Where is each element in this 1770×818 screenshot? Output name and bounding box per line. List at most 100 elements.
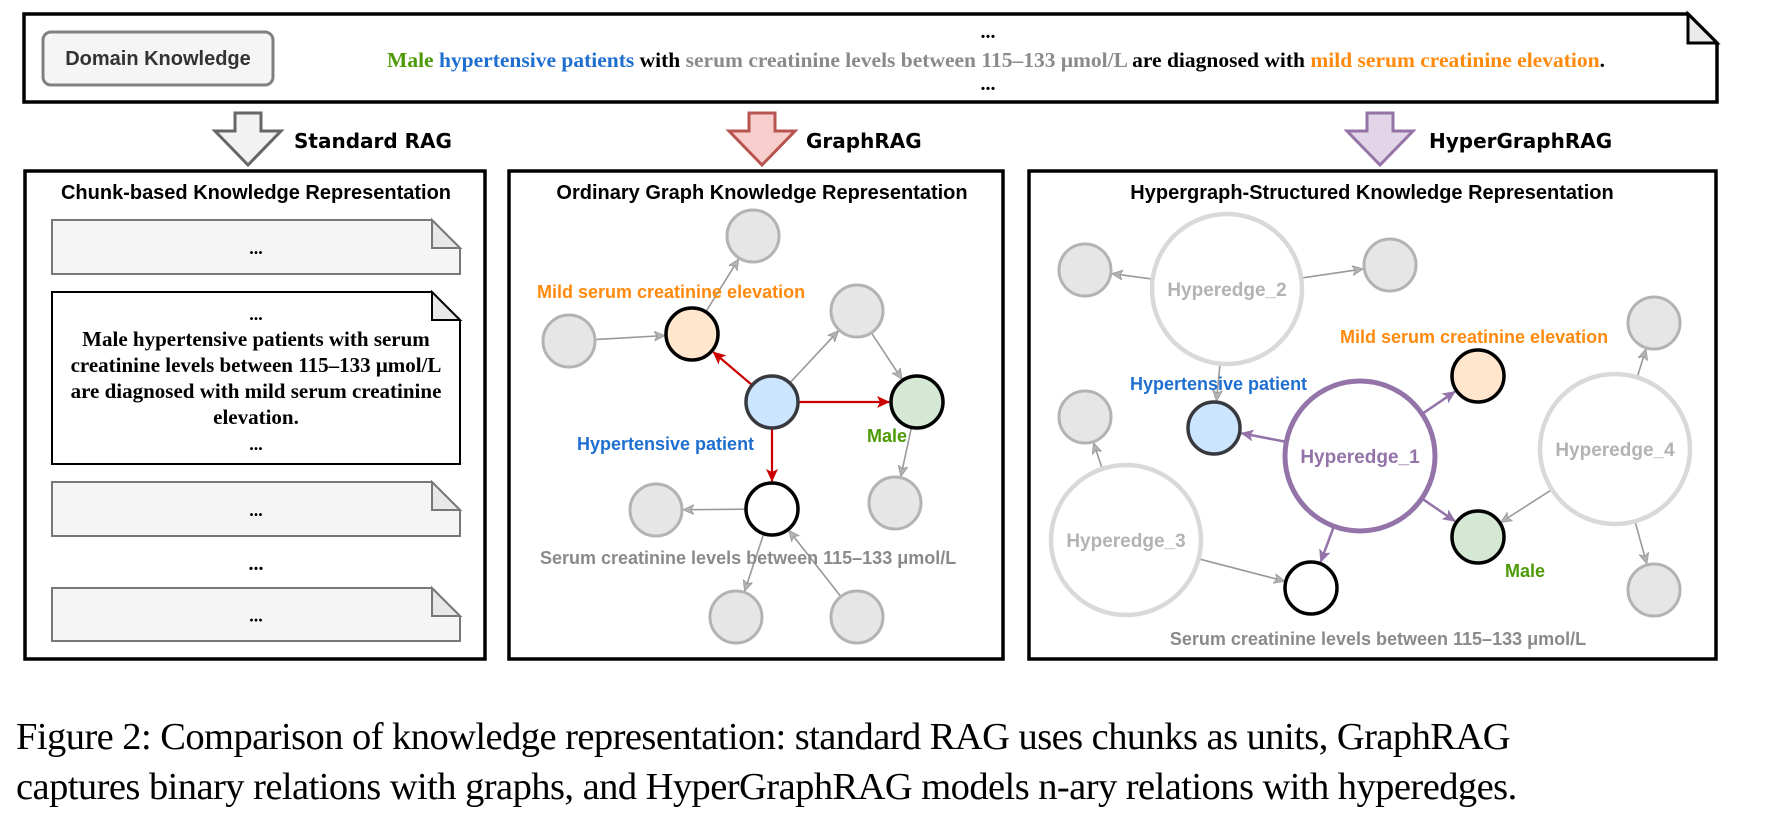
graph-panel: Ordinary Graph Knowledge Representation …: [507, 169, 1005, 661]
folded-corner-icon: [1686, 10, 1721, 45]
sentence-segment-plain: with: [634, 48, 685, 72]
relation-edge: [712, 351, 753, 386]
sentence-segment-plain: are diagnosed with: [1127, 48, 1311, 72]
ellipsis-top: ...: [981, 21, 996, 43]
hyperedge-2[interactable]: Hyperedge_2: [1149, 211, 1305, 367]
gray-edge: [1301, 269, 1362, 279]
gray-edge: [1636, 350, 1646, 378]
gray-edge: [684, 509, 747, 510]
hyperedge-label: Hyperedge_2: [1167, 280, 1286, 301]
entity-node-male[interactable]: [889, 374, 945, 430]
chunk-text-line: elevation.: [213, 405, 299, 429]
entity-node-gray[interactable]: [1057, 389, 1113, 445]
hypergraph-panel: Hypergraph-Structured Knowledge Represen…: [1027, 169, 1718, 661]
folded-corner-icon: [431, 217, 463, 249]
panel-title: Hypergraph-Structured Knowledge Represen…: [1130, 182, 1613, 204]
hyperedge-4[interactable]: Hyperedge_4: [1537, 371, 1693, 527]
gray-edge: [870, 332, 901, 379]
sentence-segment-plain: .: [1600, 48, 1605, 72]
hyperedge-label: Hyperedge_3: [1066, 531, 1185, 552]
gray-edge: [745, 533, 765, 591]
gray-edge: [1502, 488, 1553, 522]
entity-node-gray[interactable]: [1626, 562, 1682, 618]
entity-node-gray[interactable]: [1362, 237, 1418, 293]
gray-edge: [1198, 558, 1284, 581]
entity-node-mild[interactable]: [1450, 348, 1506, 404]
label-hypertensive: Hypertensive patient: [1130, 374, 1307, 394]
entity-node-gray[interactable]: [829, 283, 885, 339]
chunk-list: ...... Male hypertensive patients with se…: [51, 217, 463, 642]
document-shape: [22, 12, 1719, 104]
domain-knowledge-sentence: Male hypertensive patients with serum cr…: [387, 48, 1605, 72]
chunk-text-line: are diagnosed with mild serum creatinine: [71, 379, 442, 403]
label-hypertensive: Hypertensive patient: [577, 434, 754, 454]
caption-line-2: captures binary relations with graphs, a…: [16, 766, 1517, 808]
method-label: GraphRAG: [806, 129, 922, 153]
label-serum: Serum creatinine levels between 115–133 …: [1170, 629, 1586, 649]
method-hypergraphrag: HyperGraphRAG: [1343, 111, 1612, 168]
hyperedge-circle[interactable]: [1282, 378, 1438, 534]
hyperedge-label: Hyperedge_4: [1555, 440, 1675, 461]
sentence-segment-male: Male: [387, 48, 434, 72]
hyperedge-circle[interactable]: [1149, 211, 1305, 367]
entity-node-serum[interactable]: [744, 481, 800, 537]
chunk-highlighted: ... Male hypertensive patients with serum…: [51, 289, 463, 465]
ellipsis-bottom: ...: [981, 73, 996, 95]
entity-node-gray[interactable]: [708, 589, 764, 645]
chunk-text-line: Male hypertensive patients with serum: [82, 327, 430, 351]
gray-edge: [1113, 274, 1153, 279]
chunk: ...: [51, 479, 463, 537]
chunk-shape: [51, 587, 461, 642]
hyperedge-link: [1240, 429, 1287, 444]
method-standard-rag: Standard RAG: [211, 111, 452, 168]
entity-node-gray[interactable]: [1057, 242, 1113, 298]
chunk: ...: [51, 217, 463, 275]
hyperedge-1[interactable]: Hyperedge_1: [1282, 378, 1438, 534]
gray-edge: [594, 336, 664, 340]
hyperedge-circle[interactable]: [1048, 462, 1204, 618]
folded-corner-icon: [431, 479, 463, 511]
hyperedge-link: [1421, 497, 1456, 523]
sentence-segment-mild: mild serum creatinine elevation: [1310, 48, 1599, 72]
entity-node-mild[interactable]: [664, 306, 720, 362]
method-graphrag: GraphRAG: [725, 111, 922, 168]
folded-corner-icon: [431, 289, 463, 321]
chunk-text-line: ...: [249, 238, 263, 258]
gray-edge: [901, 427, 913, 475]
label-mild: Mild serum creatinine elevation: [1340, 327, 1608, 347]
hyperedge-link: [1421, 390, 1456, 415]
domain-knowledge-label: Domain Knowledge: [65, 48, 251, 70]
gray-edge: [789, 331, 838, 384]
chunk-shape: [51, 481, 461, 537]
entity-node-gray[interactable]: [725, 208, 781, 264]
figure-caption: Figure 2: Comparison of knowledge repres…: [16, 712, 1766, 812]
caption-line-1: Figure 2: Comparison of knowledge repres…: [16, 716, 1511, 758]
gray-edge: [1094, 444, 1104, 470]
chunk-text-line: ...: [249, 606, 263, 626]
entity-node-gray[interactable]: [829, 589, 885, 645]
method-label: HyperGraphRAG: [1429, 129, 1612, 153]
entity-node-male[interactable]: [1450, 509, 1506, 565]
entity-node-gray[interactable]: [628, 482, 684, 538]
entity-node-gray[interactable]: [1626, 295, 1682, 351]
entity-node-hypertensive[interactable]: [1186, 400, 1242, 456]
gray-edge: [1634, 521, 1647, 563]
between-ellipsis: ...: [249, 553, 264, 575]
domain-knowledge-box: Domain Knowledge ... Male hypertensive p…: [22, 10, 1721, 104]
panel-title: Ordinary Graph Knowledge Representation: [556, 182, 967, 204]
domain-knowledge-button[interactable]: [41, 30, 275, 87]
label-mild: Mild serum creatinine elevation: [537, 282, 805, 302]
down-arrow-icon: [725, 111, 799, 168]
folded-corner-icon: [431, 585, 463, 617]
entity-node-gray[interactable]: [867, 475, 923, 531]
panel-title: Chunk-based Knowledge Representation: [61, 182, 451, 204]
hyperedge-circle[interactable]: [1537, 371, 1693, 527]
label-male: Male: [1505, 561, 1545, 581]
chunk-text-line: ...: [249, 434, 263, 454]
label-male: Male: [867, 426, 907, 446]
entity-node-serum[interactable]: [1283, 560, 1339, 616]
entity-node-hypertensive[interactable]: [744, 374, 800, 430]
entity-node-gray[interactable]: [541, 313, 597, 369]
gray-edge: [1217, 363, 1220, 400]
hyperedge-3[interactable]: Hyperedge_3: [1048, 462, 1204, 618]
